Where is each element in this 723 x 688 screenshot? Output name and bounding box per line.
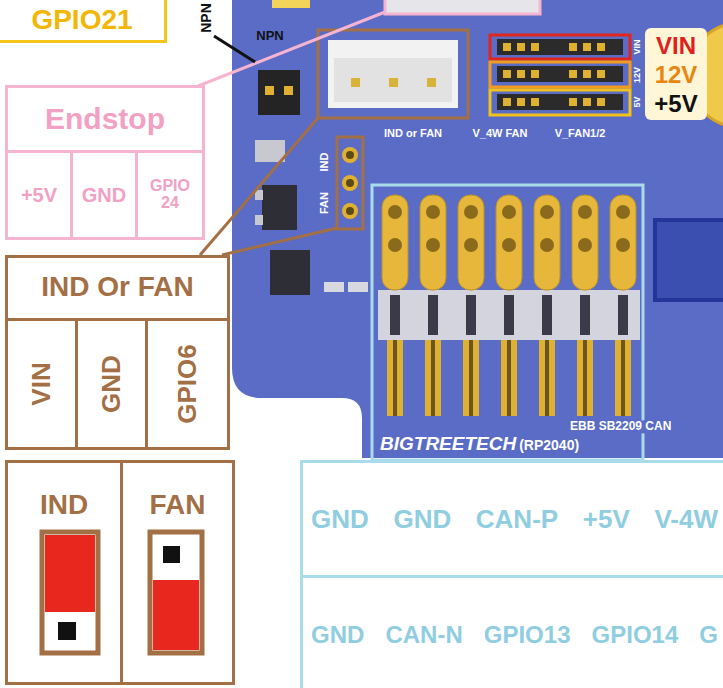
silkscreen-label: NPN — [199, 3, 214, 33]
silkscreen-label: 12V — [633, 67, 643, 83]
pin-name: GPIO6 — [174, 344, 201, 423]
silkscreen-label: EBB SB2209 CAN — [568, 420, 673, 433]
pin-name: GND — [311, 504, 369, 535]
pin-name: GPIO13 — [484, 621, 571, 649]
silkscreen-label: 12V — [655, 62, 698, 88]
table-heading: FAN — [150, 490, 206, 519]
pin-row: GND CAN-N GPIO13 GPIO14 G — [300, 575, 723, 688]
table-heading: IND — [40, 490, 88, 519]
connector-table: Endstop +5V GND GPIO 24 — [5, 85, 205, 240]
pin-row: GND GND CAN-P +5V V-4W — [300, 460, 723, 578]
pin-name: G — [699, 621, 718, 649]
table-heading: IND Or FAN — [41, 272, 193, 301]
pin-label-box: GPIO21 — [0, 0, 167, 43]
silkscreen-label: V_4W FAN — [472, 127, 527, 139]
pin-name: GND — [393, 504, 451, 535]
pin-cell: GND — [70, 150, 135, 237]
connector-table: IND Or FAN VIN GND GPIO6 — [5, 255, 230, 450]
pin-row-inner: GND CAN-N GPIO13 GPIO14 G — [311, 578, 718, 688]
silkscreen-label: FAN — [318, 192, 330, 214]
silkscreen-label: VIN — [633, 39, 643, 54]
pin-name: GPIO14 — [592, 621, 679, 649]
pin-cell: +5V — [8, 150, 70, 237]
pin-name: GND — [82, 185, 126, 206]
pin-name: +5V — [583, 504, 630, 535]
pin-cell: VIN — [8, 318, 75, 447]
pin-name: GND — [311, 621, 364, 649]
pin-row-inner: GND GND CAN-P +5V V-4W — [311, 463, 718, 575]
pin-cell: GPIO 24 — [135, 150, 202, 237]
silkscreen-label: V_FAN1/2 — [555, 127, 606, 139]
silkscreen-label: NPN — [256, 29, 283, 43]
jumper-box: FAN — [120, 460, 235, 685]
pin-name: GPIO21 — [31, 5, 132, 34]
pin-name: CAN-P — [476, 504, 558, 535]
pin-name: CAN-N — [385, 621, 462, 649]
pin-cell: GND — [75, 318, 145, 447]
table-heading: Endstop — [45, 103, 165, 135]
pin-name: VIN — [28, 362, 55, 405]
silkscreen-label: IND — [318, 153, 330, 172]
pin-name: GPIO 24 — [147, 178, 193, 212]
pin-name: GND — [98, 355, 125, 413]
silkscreen-label: VIN — [656, 33, 696, 59]
pin-cell: GPIO6 — [145, 318, 227, 447]
pin-name: +5V — [21, 185, 57, 206]
silkscreen-label: 5V — [633, 96, 643, 107]
jumper-box: IND — [5, 460, 123, 685]
pin-name: V-4W — [654, 504, 718, 535]
silkscreen-label: (RP2040) — [519, 438, 579, 453]
silkscreen-label: IND or FAN — [384, 127, 442, 139]
silkscreen-label: +5V — [654, 91, 697, 117]
silkscreen-label: BIGTREETECH — [380, 434, 516, 455]
